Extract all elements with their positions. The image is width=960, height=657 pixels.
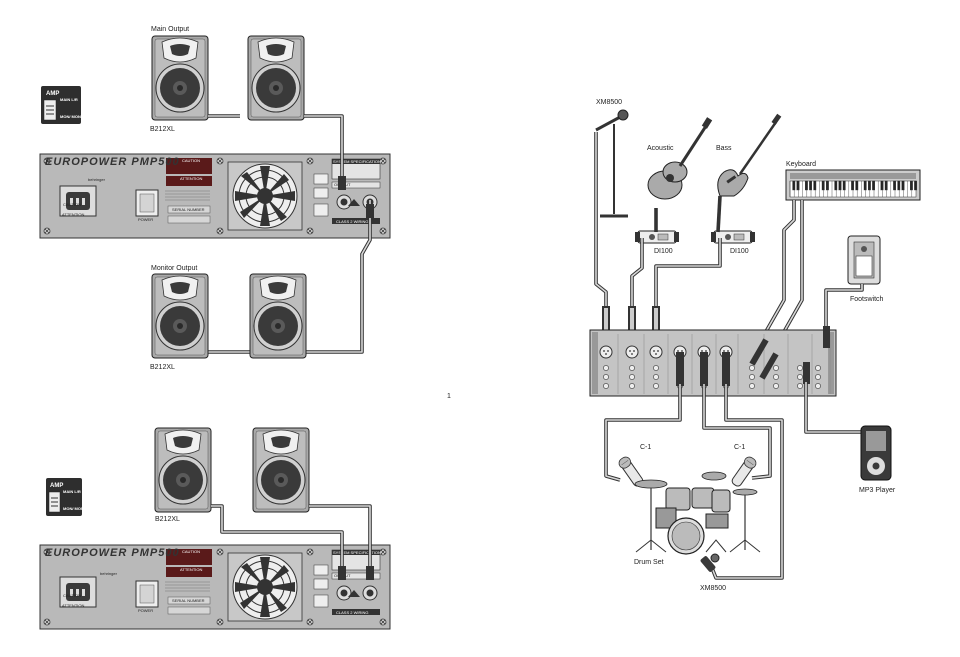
mixer-setup: XM8500 Acoustic Bass Keyboard — [589, 99, 921, 592]
monitor-speaker-model: B212XL — [150, 364, 175, 371]
bottom-speaker-model: B212XL — [155, 516, 180, 523]
amp-logo-bottom: behringer — [100, 571, 118, 576]
di1-label: DI100 — [654, 248, 673, 255]
mixer — [589, 329, 837, 397]
mic-top-label: XM8500 — [596, 99, 622, 106]
bass-label: Bass — [716, 145, 732, 152]
amp-brand-top: EUROPOWER PMP500 — [45, 156, 180, 168]
bottom-speaker-right — [252, 427, 310, 513]
bottom-setup: B212XL AMP MAIN L/R MON/ MONO EUROPOWER … — [40, 427, 390, 629]
svg-text:POWER: POWER — [138, 608, 153, 613]
mp3-label: MP3 Player — [859, 487, 896, 494]
mp3-player-icon — [860, 425, 892, 481]
svg-text:POWER: POWER — [138, 217, 153, 222]
keyboard-label: Keyboard — [786, 161, 816, 168]
svg-text:AMP: AMP — [50, 483, 63, 489]
svg-text:ATTENTION: ATTENTION — [62, 603, 84, 608]
c1-left-label: C-1 — [640, 444, 651, 451]
amp-logo-top: behringer — [88, 177, 106, 182]
acoustic-guitar-icon — [647, 117, 713, 200]
svg-text:SYSTEM SPECIFICATION: SYSTEM SPECIFICATION — [333, 159, 381, 164]
page-number: 1 — [447, 393, 451, 400]
svg-text:CAUTION: CAUTION — [182, 158, 200, 163]
main-speaker-right — [247, 35, 305, 121]
amp-brand-bottom: EUROPOWER PMP500 — [45, 547, 180, 559]
c1-right-label: C-1 — [734, 444, 745, 451]
di2-label: DI100 — [730, 248, 749, 255]
svg-text:CLASS 2 WIRING: CLASS 2 WIRING — [336, 610, 368, 615]
top-setup: Main Output B212XL AMP MAIN L/R MON/ MON… — [40, 26, 390, 371]
main-output-label: Main Output — [151, 26, 189, 33]
svg-text:MON/ MONO: MON/ MONO — [60, 114, 84, 119]
svg-text:ATTENTION: ATTENTION — [180, 567, 202, 572]
svg-text:SERIAL NUMBER: SERIAL NUMBER — [172, 207, 205, 212]
footswitch-label: Footswitch — [850, 296, 884, 303]
svg-text:SERIAL NUMBER: SERIAL NUMBER — [172, 598, 205, 603]
svg-text:ATTENTION: ATTENTION — [62, 212, 84, 217]
monitor-speaker-right — [249, 273, 307, 359]
svg-text:MAIN L/R: MAIN L/R — [60, 97, 78, 102]
mic-bottom-label: XM8500 — [700, 585, 726, 592]
drums-label: Drum Set — [634, 559, 664, 566]
svg-text:MAIN L/R: MAIN L/R — [63, 489, 81, 494]
svg-text:CLASS 2 WIRING: CLASS 2 WIRING — [336, 219, 368, 224]
acoustic-label: Acoustic — [647, 145, 674, 152]
bass-guitar-icon — [717, 113, 782, 197]
mic-stand — [595, 109, 629, 218]
keyboard-icon — [785, 169, 921, 201]
svg-text:ATTENTION: ATTENTION — [180, 176, 202, 181]
amp-mode-switch-top: AMP MAIN L/R MON/ MONO — [41, 86, 84, 124]
main-speaker-model: B212XL — [150, 126, 175, 133]
main-speaker-left — [151, 35, 209, 121]
svg-text:AMP: AMP — [46, 91, 59, 97]
drum-set-icon — [634, 471, 761, 555]
monitor-output-label: Monitor Output — [151, 265, 197, 272]
svg-text:MON/ MONO: MON/ MONO — [63, 506, 87, 511]
svg-text:CAUTION: CAUTION — [182, 549, 200, 554]
monitor-speaker-left — [151, 273, 209, 359]
footswitch-icon — [847, 235, 881, 285]
amp-mode-switch-bottom: AMP MAIN L/R MON/ MONO — [46, 478, 87, 516]
di-box-2 — [710, 230, 756, 244]
c1-mic-right — [729, 454, 759, 489]
dynamic-mic-bottom — [700, 553, 720, 572]
svg-text:CAUTION: CAUTION — [63, 202, 81, 207]
svg-text:SYSTEM SPECIFICATION: SYSTEM SPECIFICATION — [333, 550, 381, 555]
bottom-speaker-left — [154, 427, 212, 513]
svg-text:CAUTION: CAUTION — [63, 593, 81, 598]
